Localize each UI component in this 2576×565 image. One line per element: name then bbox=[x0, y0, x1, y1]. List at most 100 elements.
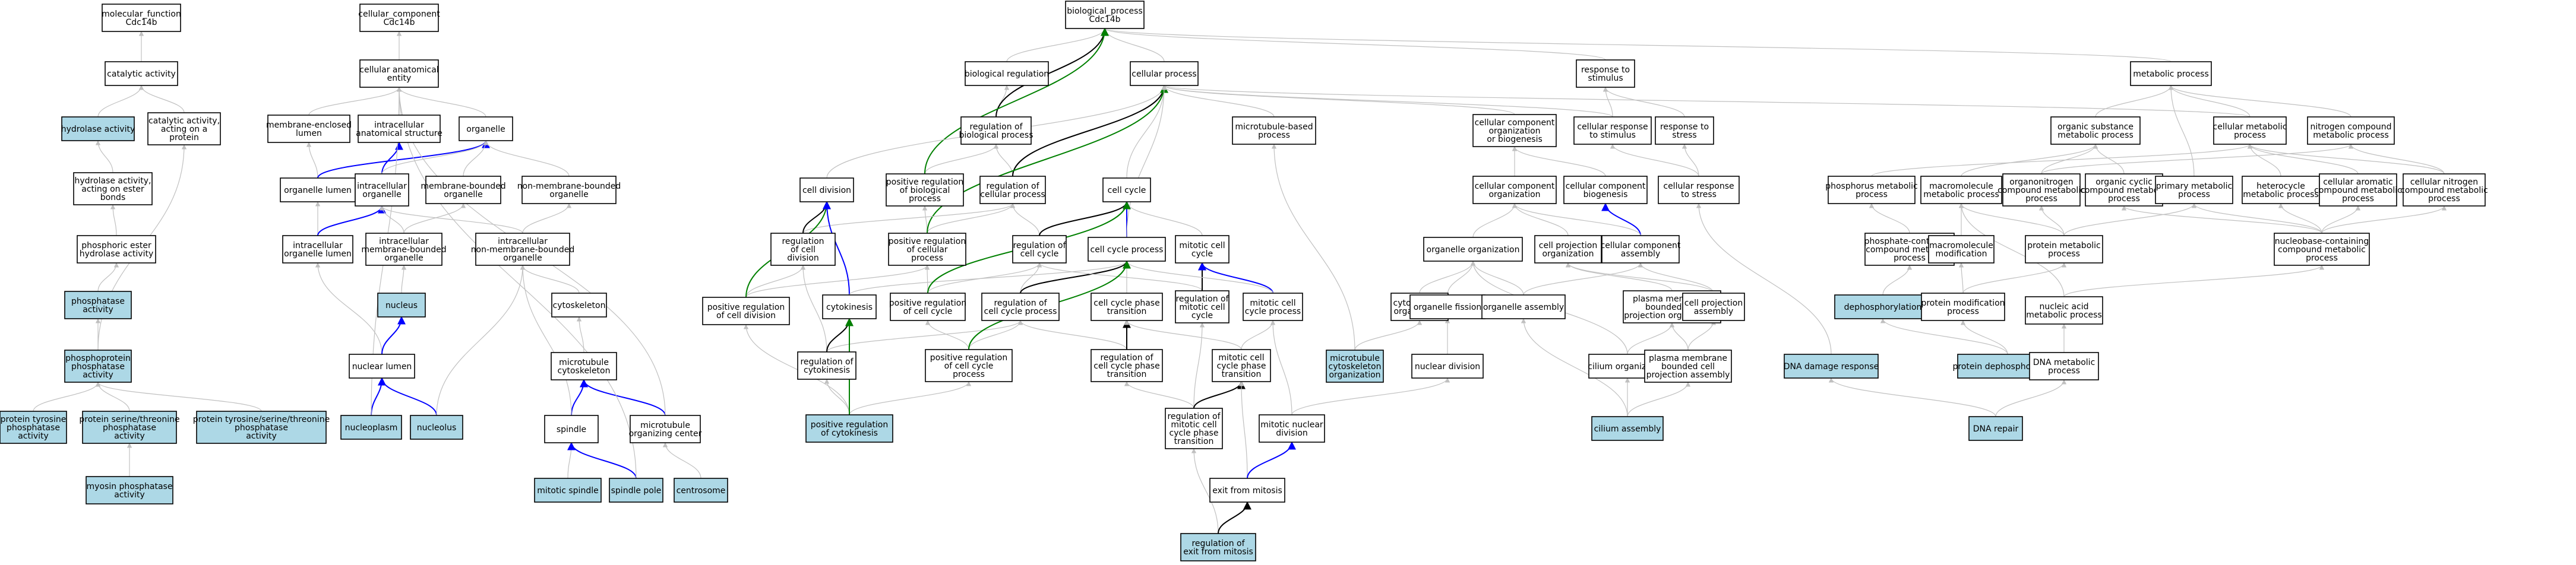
node-bioreg[interactable]: biological regulation bbox=[965, 61, 1049, 86]
node-orgfission[interactable]: organelle fission bbox=[1409, 294, 1485, 319]
node-nucdiv[interactable]: nuclear division bbox=[1411, 354, 1484, 379]
node-nucleoplasm[interactable]: nucleoplasm bbox=[340, 415, 402, 440]
node-nucleus[interactable]: nucleus bbox=[377, 293, 426, 318]
node-orgorg[interactable]: organelle organization bbox=[1423, 237, 1523, 262]
node-dnarepair[interactable]: DNA repair bbox=[1968, 416, 2023, 441]
node-pstp[interactable]: protein serine/threoninephosphataseactiv… bbox=[79, 411, 180, 444]
node-cytoskeleton[interactable]: cytoskeleton bbox=[551, 293, 607, 318]
node-spindlepole[interactable]: spindle pole bbox=[609, 478, 663, 503]
node-organelle[interactable]: organelle bbox=[459, 116, 513, 141]
node-orglumen[interactable]: organelle lumen bbox=[280, 177, 356, 202]
node-ccproc[interactable]: cell cycle process bbox=[1088, 237, 1166, 262]
node-ptstp[interactable]: protein tyrosine/serine/threoninephospha… bbox=[193, 411, 330, 444]
node-cytokinesis[interactable]: cytokinesis bbox=[822, 294, 877, 319]
node-spindle[interactable]: spindle bbox=[544, 415, 599, 443]
node-mitspindle[interactable]: mitotic spindle bbox=[534, 478, 602, 503]
node-centrosome[interactable]: centrosome bbox=[674, 478, 728, 503]
node-dephos[interactable]: dephosphorylation bbox=[1834, 294, 1932, 319]
node-ciliumasm[interactable]: cilium assembly bbox=[1591, 416, 1664, 441]
node-celldiv[interactable]: cell division bbox=[799, 177, 854, 202]
node-intranonmemb[interactable]: intracellularnon-membrane-boundedorganel… bbox=[471, 233, 575, 266]
node-catalytic[interactable]: catalytic activity bbox=[105, 61, 178, 86]
node-exitmit[interactable]: exit from mitosis bbox=[1209, 478, 1285, 503]
node-dnadmg[interactable]: DNA damage response bbox=[1784, 354, 1879, 379]
node-nuclumen[interactable]: nuclear lumen bbox=[349, 354, 415, 379]
node-metab[interactable]: metabolic process bbox=[2130, 61, 2212, 86]
node-nucleolus[interactable]: nucleolus bbox=[410, 415, 463, 440]
node-orgasm[interactable]: organelle assembly bbox=[1481, 294, 1566, 319]
node-hydrolase[interactable]: hydrolase activity bbox=[61, 116, 135, 141]
node-cellproc[interactable]: cellular process bbox=[1130, 61, 1199, 86]
